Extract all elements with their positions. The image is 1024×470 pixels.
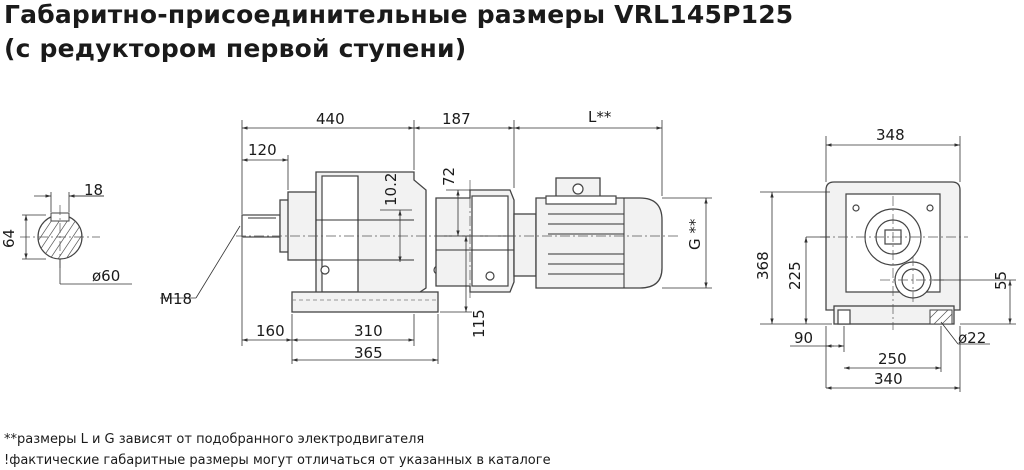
drawing-subtitle: (с редуктором первой ступени) — [4, 34, 467, 63]
dim-72-label: 72 — [440, 167, 458, 186]
dim-hole-label: ø22 — [958, 329, 986, 347]
dim-115-label: 115 — [470, 309, 488, 338]
dim-120-label: 120 — [248, 141, 277, 159]
side-view: 440 187 L** 120 10.2 72 G ** M18 160 310 — [160, 108, 712, 364]
dim-90-label: 90 — [794, 329, 813, 347]
dim-thread-label: M18 — [160, 290, 192, 308]
shaft-section-view: 18 64 ø60 — [0, 181, 132, 285]
footnote-disclaimer: !фактические габаритные размеры могут от… — [4, 453, 551, 468]
dim-160-label: 160 — [256, 322, 285, 340]
dim-L-label: L** — [588, 108, 612, 126]
dim-187-label: 187 — [442, 110, 471, 128]
dim-225-label: 225 — [786, 261, 804, 290]
footnote-dimensions: **размеры L и G зависят от подобранного … — [4, 432, 425, 447]
dim-G-label: G ** — [686, 218, 704, 250]
dim-365-label: 365 — [354, 344, 383, 362]
dim-440-label: 440 — [316, 110, 345, 128]
drawing-title: Габаритно-присоединительные размеры VRL1… — [4, 0, 794, 29]
front-view: 348 368 225 55 90 ø22 250 340 — [754, 126, 1016, 392]
dim-348-label: 348 — [876, 126, 905, 144]
dim-250-label: 250 — [878, 350, 907, 368]
dim-368-label: 368 — [754, 251, 772, 280]
dim-340-label: 340 — [874, 370, 903, 388]
dim-310-label: 310 — [354, 322, 383, 340]
dim-10-2-label: 10.2 — [382, 173, 400, 206]
dim-shaft-diameter-label: ø60 — [92, 267, 120, 285]
dim-key-width-label: 18 — [84, 181, 103, 199]
dim-key-height-label: 64 — [0, 229, 18, 248]
dim-55-label: 55 — [992, 271, 1010, 290]
